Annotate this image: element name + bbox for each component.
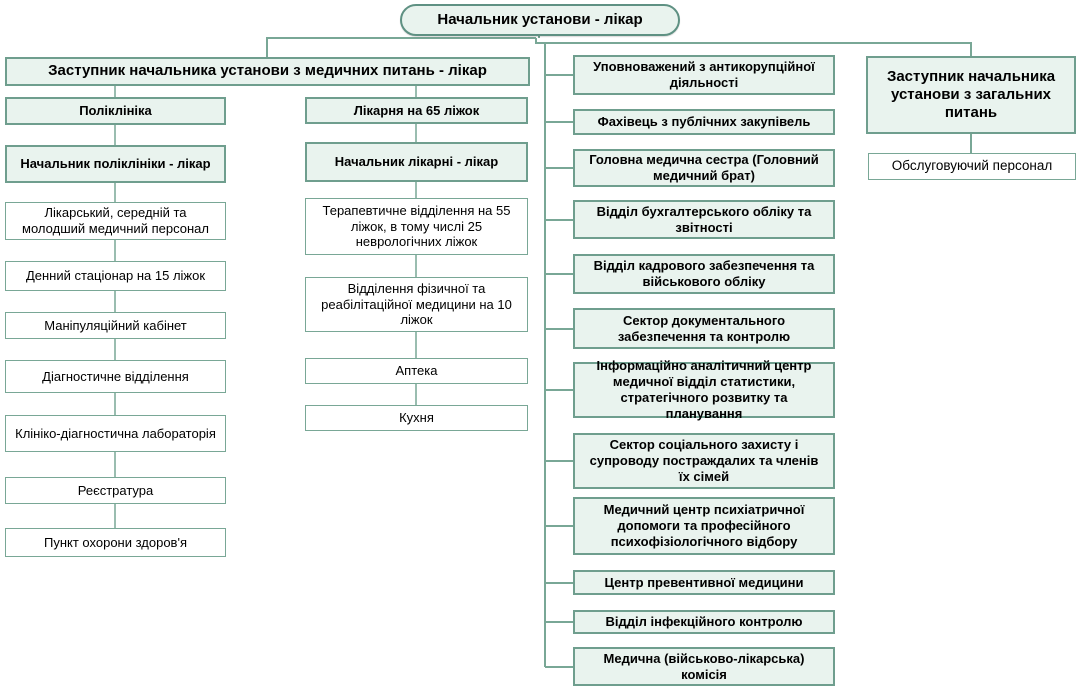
box-chief-nurse: Головна медична сестра (Головний медични…: [573, 149, 835, 187]
box-hospital-65-beds: Лікарня на 65 ліжок: [305, 97, 528, 124]
box-accounting-dept: Відділ бухгалтерського обліку та звітнос…: [573, 200, 835, 239]
box-social-protection-sector: Сектор соціального захисту і супроводу п…: [573, 433, 835, 489]
box-clinical-lab: Клініко-діагностична лабораторія: [5, 415, 226, 452]
box-deputy-medical: Заступник начальника установи з медичних…: [5, 57, 530, 86]
box-infection-control-dept: Відділ інфекційного контролю: [573, 610, 835, 634]
box-pharmacy: Аптека: [305, 358, 528, 384]
box-procurement-specialist: Фахівець з публічних закупівель: [573, 109, 835, 135]
box-preventive-medicine-center: Центр превентивної медицини: [573, 570, 835, 595]
box-document-control-sector: Сектор документального забезпечення та к…: [573, 308, 835, 349]
box-service-personnel: Обслуговуючий персонал: [868, 153, 1076, 180]
box-medical-personnel: Лікарський, середній та молодший медични…: [5, 202, 226, 240]
box-physical-rehab-dept: Відділення фізичної та реабілітаційної м…: [305, 277, 528, 332]
box-health-post: Пункт охорони здоров'я: [5, 528, 226, 557]
box-military-medical-commission: Медична (військово-лікарська) комісія: [573, 647, 835, 686]
box-polyclinic: Поліклініка: [5, 97, 226, 125]
box-diagnostic-dept: Діагностичне відділення: [5, 360, 226, 393]
box-polyclinic-head: Начальник поліклініки - лікар: [5, 145, 226, 183]
box-manipulation-room: Маніпуляційний кабінет: [5, 312, 226, 339]
box-hospital-head: Начальник лікарні - лікар: [305, 142, 528, 182]
box-kitchen: Кухня: [305, 405, 528, 431]
box-hr-military-records-dept: Відділ кадрового забезпечення та військо…: [573, 254, 835, 294]
box-institution-head: Начальник установи - лікар: [400, 4, 680, 36]
box-anticorruption-officer: Уповноважений з антикорупційної діяльнос…: [573, 55, 835, 95]
box-registry: Реєстратура: [5, 477, 226, 504]
box-day-hospital: Денний стаціонар на 15 ліжок: [5, 261, 226, 291]
box-deputy-general: Заступник начальника установи з загальни…: [866, 56, 1076, 134]
box-psychiatric-care-center: Медичний центр психіатричної допомоги та…: [573, 497, 835, 555]
box-info-analytics-center: Інформаційно аналітичний центр медичної …: [573, 358, 835, 421]
box-therapeutic-dept: Терапевтичне відділення на 55 ліжок, в т…: [305, 198, 528, 255]
